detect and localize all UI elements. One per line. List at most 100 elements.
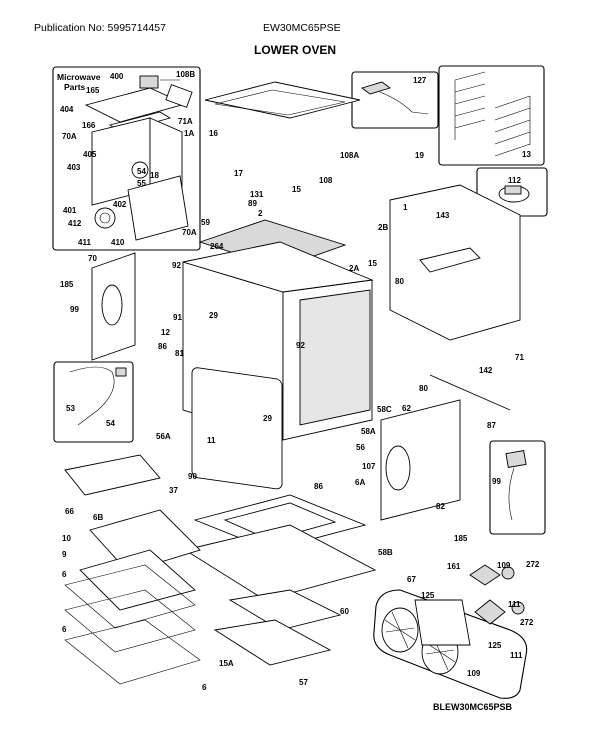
oven-rack-guides-inset bbox=[438, 65, 545, 166]
callout-264: 264 bbox=[210, 242, 224, 251]
callout-143: 143 bbox=[436, 211, 450, 220]
callout-86: 86 bbox=[158, 342, 167, 351]
callout-1: 1 bbox=[403, 203, 408, 212]
diagram-code: BLEW30MC65PSB bbox=[433, 702, 513, 712]
temperature-sensor-inset bbox=[53, 361, 134, 443]
convection-fan-inset bbox=[373, 564, 528, 699]
callout-111: 111 bbox=[508, 600, 521, 609]
callout-404: 404 bbox=[60, 105, 74, 114]
callout-410: 410 bbox=[111, 238, 125, 247]
callout-81: 81 bbox=[175, 349, 184, 358]
callout-70a: 70A bbox=[182, 228, 197, 237]
callout-19: 19 bbox=[415, 151, 424, 160]
callout-67: 67 bbox=[407, 575, 416, 584]
callout-70: 70 bbox=[88, 254, 97, 263]
callout-15: 15 bbox=[292, 185, 301, 194]
callout-54: 54 bbox=[137, 167, 146, 176]
callout-15a: 15A bbox=[219, 659, 234, 668]
callout-82: 82 bbox=[436, 502, 445, 511]
callout-9: 9 bbox=[62, 550, 67, 559]
callout-165: 165 bbox=[86, 86, 100, 95]
callout-12: 12 bbox=[161, 328, 170, 337]
callout-2: 2 bbox=[258, 209, 263, 218]
section-title: LOWER OVEN bbox=[253, 43, 336, 57]
callout-6a: 6A bbox=[355, 478, 365, 487]
callout-92: 92 bbox=[296, 341, 305, 350]
callout-1a: 1A bbox=[184, 129, 194, 138]
callout-6: 6 bbox=[62, 570, 67, 579]
callout-272: 272 bbox=[526, 560, 540, 569]
callout-166: 166 bbox=[82, 121, 96, 130]
callout-108b: 108B bbox=[176, 70, 195, 79]
microwave-inset-title-line1: Microwave bbox=[57, 72, 101, 82]
callout-6: 6 bbox=[62, 625, 67, 634]
callout-58b: 58B bbox=[378, 548, 393, 557]
callout-70a: 70A bbox=[62, 132, 77, 141]
callout-55: 55 bbox=[137, 179, 146, 188]
callout-56a: 56A bbox=[156, 432, 171, 441]
callout-10: 10 bbox=[62, 534, 71, 543]
callout-56: 56 bbox=[356, 443, 365, 452]
callout-29: 29 bbox=[263, 414, 272, 423]
callout-403: 403 bbox=[67, 163, 81, 172]
callout-185: 185 bbox=[60, 280, 74, 289]
publication-number: Publication No: 5995714457 bbox=[34, 22, 166, 34]
callout-71: 71 bbox=[515, 353, 524, 362]
callout-29: 29 bbox=[209, 311, 218, 320]
callout-59: 59 bbox=[201, 218, 210, 227]
callout-92: 92 bbox=[172, 261, 181, 270]
callout-112: 112 bbox=[508, 176, 521, 185]
callout-71a: 71A bbox=[178, 117, 193, 126]
callout-125: 125 bbox=[488, 641, 502, 650]
callout-99: 99 bbox=[492, 477, 501, 486]
callout-18: 18 bbox=[150, 171, 159, 180]
fan-blade-upper bbox=[469, 564, 515, 586]
callout-2a: 2A bbox=[349, 264, 359, 273]
callout-91: 91 bbox=[173, 313, 182, 322]
callout-401: 401 bbox=[63, 206, 77, 215]
callout-15: 15 bbox=[368, 259, 377, 268]
callout-60: 60 bbox=[340, 607, 349, 616]
callout-89: 89 bbox=[248, 199, 257, 208]
callout-80: 80 bbox=[395, 277, 404, 286]
callout-99: 99 bbox=[70, 305, 79, 314]
callout-16: 16 bbox=[209, 129, 218, 138]
callout-131: 131 bbox=[250, 190, 264, 199]
callout-66: 66 bbox=[65, 507, 74, 516]
callout-272: 272 bbox=[520, 618, 534, 627]
callout-90: 90 bbox=[188, 472, 197, 481]
callout-109: 109 bbox=[497, 561, 511, 570]
callout-161: 161 bbox=[447, 562, 461, 571]
callout-58c: 58C bbox=[377, 405, 392, 414]
callout-58a: 58A bbox=[361, 427, 376, 436]
callout-405: 405 bbox=[83, 150, 97, 159]
callout-54: 54 bbox=[106, 419, 115, 428]
callout-142: 142 bbox=[479, 366, 493, 375]
callout-53: 53 bbox=[66, 404, 75, 413]
callout-6b: 6B bbox=[93, 513, 103, 522]
callout-109: 109 bbox=[467, 669, 481, 678]
callout-87: 87 bbox=[487, 421, 496, 430]
callout-57: 57 bbox=[299, 678, 308, 687]
callout-62: 62 bbox=[402, 404, 411, 413]
callout-17: 17 bbox=[234, 169, 243, 178]
callout-185: 185 bbox=[454, 534, 468, 543]
callout-2b: 2B bbox=[378, 223, 388, 232]
callout-80: 80 bbox=[419, 384, 428, 393]
callout-125: 125 bbox=[421, 591, 435, 600]
callout-411: 411 bbox=[78, 238, 91, 247]
callout-108a: 108A bbox=[340, 151, 359, 160]
callout-108: 108 bbox=[319, 176, 333, 185]
callout-402: 402 bbox=[113, 200, 127, 209]
callout-107: 107 bbox=[362, 462, 376, 471]
microwave-parts-inset: Microwave Parts bbox=[52, 66, 201, 251]
callout-412: 412 bbox=[68, 219, 82, 228]
light-socket-inset bbox=[489, 440, 546, 535]
main-oven-assembly bbox=[64, 81, 521, 685]
callout-6: 6 bbox=[202, 683, 207, 692]
microwave-inset-title-line2: Parts bbox=[64, 82, 86, 92]
callout-37: 37 bbox=[169, 486, 178, 495]
callout-11: 11 bbox=[207, 436, 216, 445]
